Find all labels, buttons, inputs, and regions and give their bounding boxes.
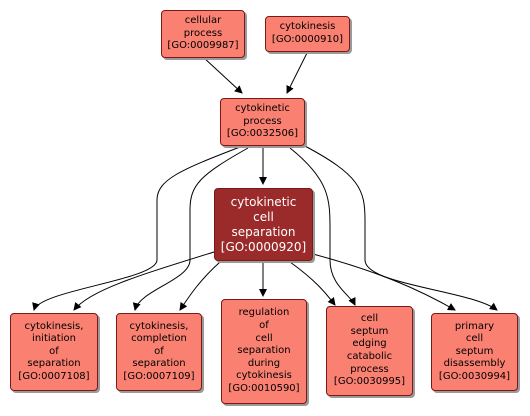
node-label-line: separation: [27, 358, 81, 370]
node-label-line: completion: [131, 333, 187, 345]
node-label-line: initiation: [32, 333, 76, 345]
node-label-line: [GO:0000910]: [271, 34, 344, 45]
node-label-line: primary: [454, 320, 495, 332]
node-label-line: regulation: [238, 307, 290, 319]
node-label-line: [GO:0030995]: [333, 376, 406, 388]
edge-cytokinetic-process-to-completion-of-separation: [132, 147, 249, 311]
node-label-line: cytokinetic: [235, 103, 290, 115]
node-label-line: cell: [360, 313, 379, 325]
node-label-line: [GO:0009987]: [167, 40, 239, 52]
node-label-line: disassembly: [443, 358, 506, 370]
node-label-line: [GO:0007109]: [123, 370, 195, 382]
node-label-line: of: [259, 320, 269, 332]
node-label-line: separation: [132, 358, 186, 370]
edge-cytokinetic-process-to-primary-cell-septum-disassembly: [302, 144, 498, 311]
edge-cytokinetic-process-to-cell-septum-edging: [289, 147, 356, 306]
edge-cytokinesis-to-cytokinetic-process: [286, 52, 308, 94]
node-label-line: separation: [231, 224, 296, 239]
node-label-line: cytokinesis,: [129, 320, 189, 332]
node-label-line: of: [154, 345, 164, 357]
edge-cytokinetic-process-to-initiation-of-separation: [32, 146, 241, 311]
node-label-line: septum: [455, 345, 494, 357]
node-label-line: cellular: [184, 15, 222, 27]
node-label-line: process: [183, 27, 223, 39]
edge-cell-separation-to-primary-cell-septum-disassembly: [312, 253, 456, 311]
node-label-line: separation: [237, 345, 291, 357]
node-label-line: catabolic: [346, 351, 393, 362]
node-label-line: [GO:0010590]: [228, 382, 300, 394]
node-label-line: cytokinesis: [279, 21, 336, 33]
edge-cellular-process-to-cytokinetic-process: [202, 56, 243, 94]
node-label-line: cytokinesis: [236, 370, 292, 382]
edge-cell-separation-to-initiation-of-separation: [73, 251, 215, 311]
node-label-line: during: [247, 357, 281, 369]
node-label-line: cytokinesis,: [24, 320, 84, 332]
node-label-line: of: [49, 345, 59, 357]
node-label-line: cell: [253, 209, 274, 224]
node-label-line: cell: [255, 332, 273, 344]
node-label-line: [GO:0030994]: [438, 370, 511, 382]
node-cytokinesis[interactable]: cytokinesis[GO:0000910]: [265, 16, 350, 52]
node-label-line: process: [350, 363, 389, 375]
node-label-line: [GO:0007108]: [18, 370, 90, 382]
node-label-line: [GO:0032506]: [226, 128, 299, 140]
node-label-line: septum: [350, 325, 389, 337]
node-label-line: edging: [352, 338, 387, 350]
node-label-line: cytokinetic: [230, 194, 297, 209]
edge-cell-separation-to-completion-of-separation: [179, 261, 221, 311]
edge-cell-separation-to-cell-septum-edging: [289, 261, 336, 306]
node-label-line: process: [243, 115, 282, 127]
node-label-line: [GO:0000920]: [220, 239, 307, 254]
node-label-line: cell: [465, 333, 484, 345]
